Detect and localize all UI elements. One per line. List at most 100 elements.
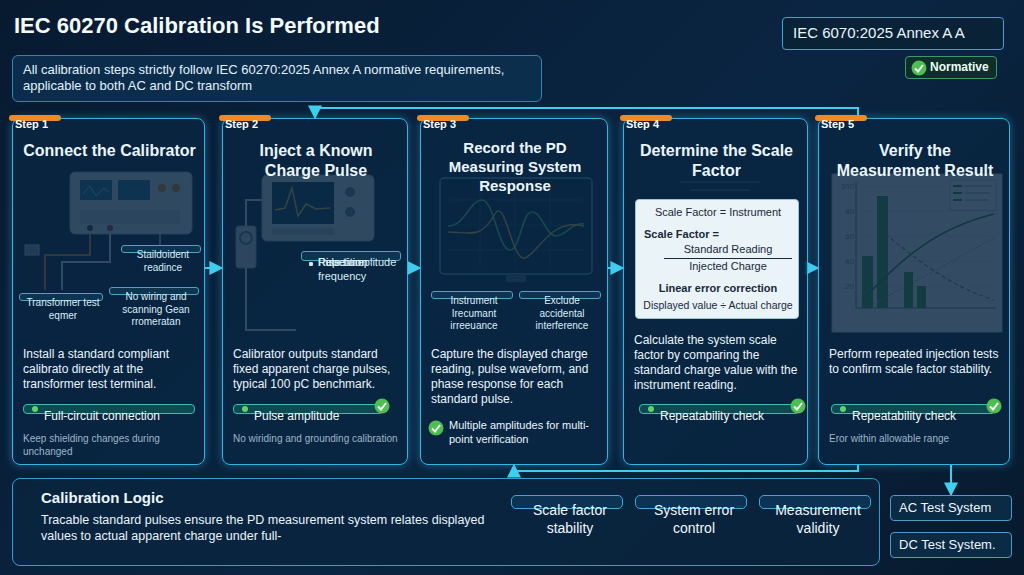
body-text: Perform repeated injection tests to conf… — [829, 347, 1001, 377]
node-text: Step 2 — [225, 118, 258, 132]
check-icon-tick — [432, 425, 440, 432]
body-text: Displayed value ÷ Actual charge — [640, 299, 796, 312]
step-panel: Determine the Scale FactorCalculate the … — [623, 118, 808, 465]
heading-text: Determine the Scale Factor — [632, 141, 801, 181]
node-text: Instrument Irecumant irreeuance — [436, 295, 512, 333]
node-text: All calibration steps strictly follow IE… — [23, 62, 531, 95]
normative-badge: Normative — [905, 56, 997, 79]
system-box: DC Test System. — [890, 532, 1012, 558]
diagram-title: IEC 60270 Calibration Is Performed — [14, 13, 380, 39]
step-badge: Step 2 — [219, 115, 271, 121]
step-badge: Step 3 — [417, 115, 469, 121]
check-icon-disc — [912, 60, 927, 75]
body-text: Injected Charge — [664, 260, 792, 274]
standard-tag: IEC 6070:2025 Annex A A — [782, 17, 1004, 50]
body-text: Capture the displayed charge reading, pu… — [431, 347, 599, 407]
step-panel: Verify the Measurement ResultPerform rep… — [818, 118, 1010, 465]
flow-connector — [205, 267, 222, 269]
check-icon-tick — [990, 403, 998, 410]
heading-text: Scale Factor = Instrument — [640, 206, 796, 220]
heading-text: Connect the Calibrator — [21, 141, 198, 161]
node-text: Staildoident readince — [126, 249, 200, 274]
parameter-list: Pulse amplitudeRise timeRepetition frequ… — [301, 251, 401, 261]
node-text: Repeatability check — [660, 409, 764, 424]
step-panel: Inject a Known Charge PulseCalibrator ou… — [222, 118, 408, 465]
check-pill: Repeatability check — [639, 404, 799, 414]
check-icon-tick — [915, 65, 923, 72]
check-icon-disc — [375, 399, 390, 414]
body-text: No wiriding and grounding calibration — [233, 433, 399, 446]
body-text: Eror within allowable range — [829, 433, 1001, 446]
check-pill: Pulse amplitude — [233, 404, 383, 414]
info-box: Instrument Irecumant irreeuance — [431, 291, 513, 299]
node-text: Normative — [930, 60, 988, 75]
flow-connector — [514, 465, 858, 471]
body-text: Calculate the system scale factor by com… — [634, 333, 799, 393]
flow-connector — [808, 267, 818, 269]
node-text: DC Test System. — [899, 537, 1003, 553]
node-text: Step 4 — [626, 118, 659, 132]
node-text: AC Test System — [899, 500, 1003, 516]
axis-tick: 20 — [836, 282, 854, 292]
flow-connector — [608, 267, 623, 269]
step-panel: Connect the CalibratorInstall a standard… — [12, 118, 205, 465]
step-badge: Step 1 — [9, 115, 61, 121]
step-badge: Step 5 — [815, 115, 867, 121]
node-text: Scale factor stability — [518, 502, 622, 537]
flow-connector — [408, 267, 420, 269]
node-text: No wiring and scanning Gean rromeratan — [114, 291, 198, 329]
node-text: Repetition frequency — [308, 256, 400, 284]
part-label: Staildoident readince — [121, 245, 201, 253]
node-text: Repeatability check — [852, 409, 956, 424]
check-icon — [374, 398, 390, 414]
logic-panel: Calibration LogicTracable standard pulse… — [12, 478, 880, 566]
info-box: Exclude accidental interference — [519, 291, 601, 299]
axis-tick: 60 — [836, 232, 854, 242]
node-text: Pulse amplitude — [254, 409, 339, 424]
part-label: Transformer test eqmer — [19, 293, 103, 301]
body-text: Multiple amplitudes for multi-point veri… — [449, 419, 601, 447]
check-icon — [790, 398, 806, 414]
body-text: Scale Factor = — [644, 228, 794, 242]
node-text: Step 3 — [423, 118, 456, 132]
logic-box: System error control — [635, 495, 747, 509]
node-text: System error control — [642, 502, 746, 537]
check-pill: Full-circuit connection — [23, 404, 195, 414]
axis-tick: 100 — [836, 182, 854, 192]
node-text: Full-circuit connection — [44, 409, 160, 424]
check-icon-disc — [791, 399, 806, 414]
body-text: Keep shielding changes during unchanged — [23, 433, 196, 458]
heading-text: Verify the Measurement Result — [827, 141, 1003, 181]
check-pill: Repeatability check — [831, 404, 995, 414]
check-icon-tick — [378, 403, 386, 410]
flow-connector — [315, 108, 858, 118]
check-icon — [428, 420, 444, 436]
step-panel: Record the PD Measuring System ResponseC… — [420, 118, 608, 465]
heading-text: Calibration Logic — [41, 489, 341, 508]
part-label: No wiring and scanning Gean rromeratan — [109, 287, 199, 295]
node-text: Step 5 — [821, 118, 854, 132]
node-text: Exclude accidental interference — [524, 295, 600, 333]
check-icon-disc — [429, 421, 444, 436]
step-badge: Step 4 — [620, 115, 672, 121]
node-text: Step 1 — [15, 118, 48, 132]
body-text: Calibrator outputs standard fixed appare… — [233, 347, 399, 392]
heading-text: Inject a Known Charge Pulse — [231, 141, 401, 181]
scope-note: All calibration steps strictly follow IE… — [12, 55, 542, 102]
node-text: Transformer test eqmer — [24, 297, 102, 322]
logic-box: Measurement validity — [759, 495, 871, 509]
axis-tick: 80 — [836, 207, 854, 217]
check-icon — [911, 60, 927, 76]
check-icon — [986, 398, 1002, 414]
heading-text: Record the PD Measuring System Response — [429, 139, 601, 195]
logic-box: Scale factor stability — [511, 495, 623, 509]
body-text: Install a standard compliant calibrato d… — [23, 347, 196, 392]
node-text: Measurement validity — [766, 502, 870, 537]
check-icon-tick — [794, 403, 802, 410]
body-text: Standard Reading — [664, 243, 792, 259]
axis-tick: 40 — [836, 257, 854, 267]
system-box: AC Test System — [890, 495, 1012, 521]
body-text: Tracable standard pulses ensure the PD m… — [41, 513, 491, 544]
